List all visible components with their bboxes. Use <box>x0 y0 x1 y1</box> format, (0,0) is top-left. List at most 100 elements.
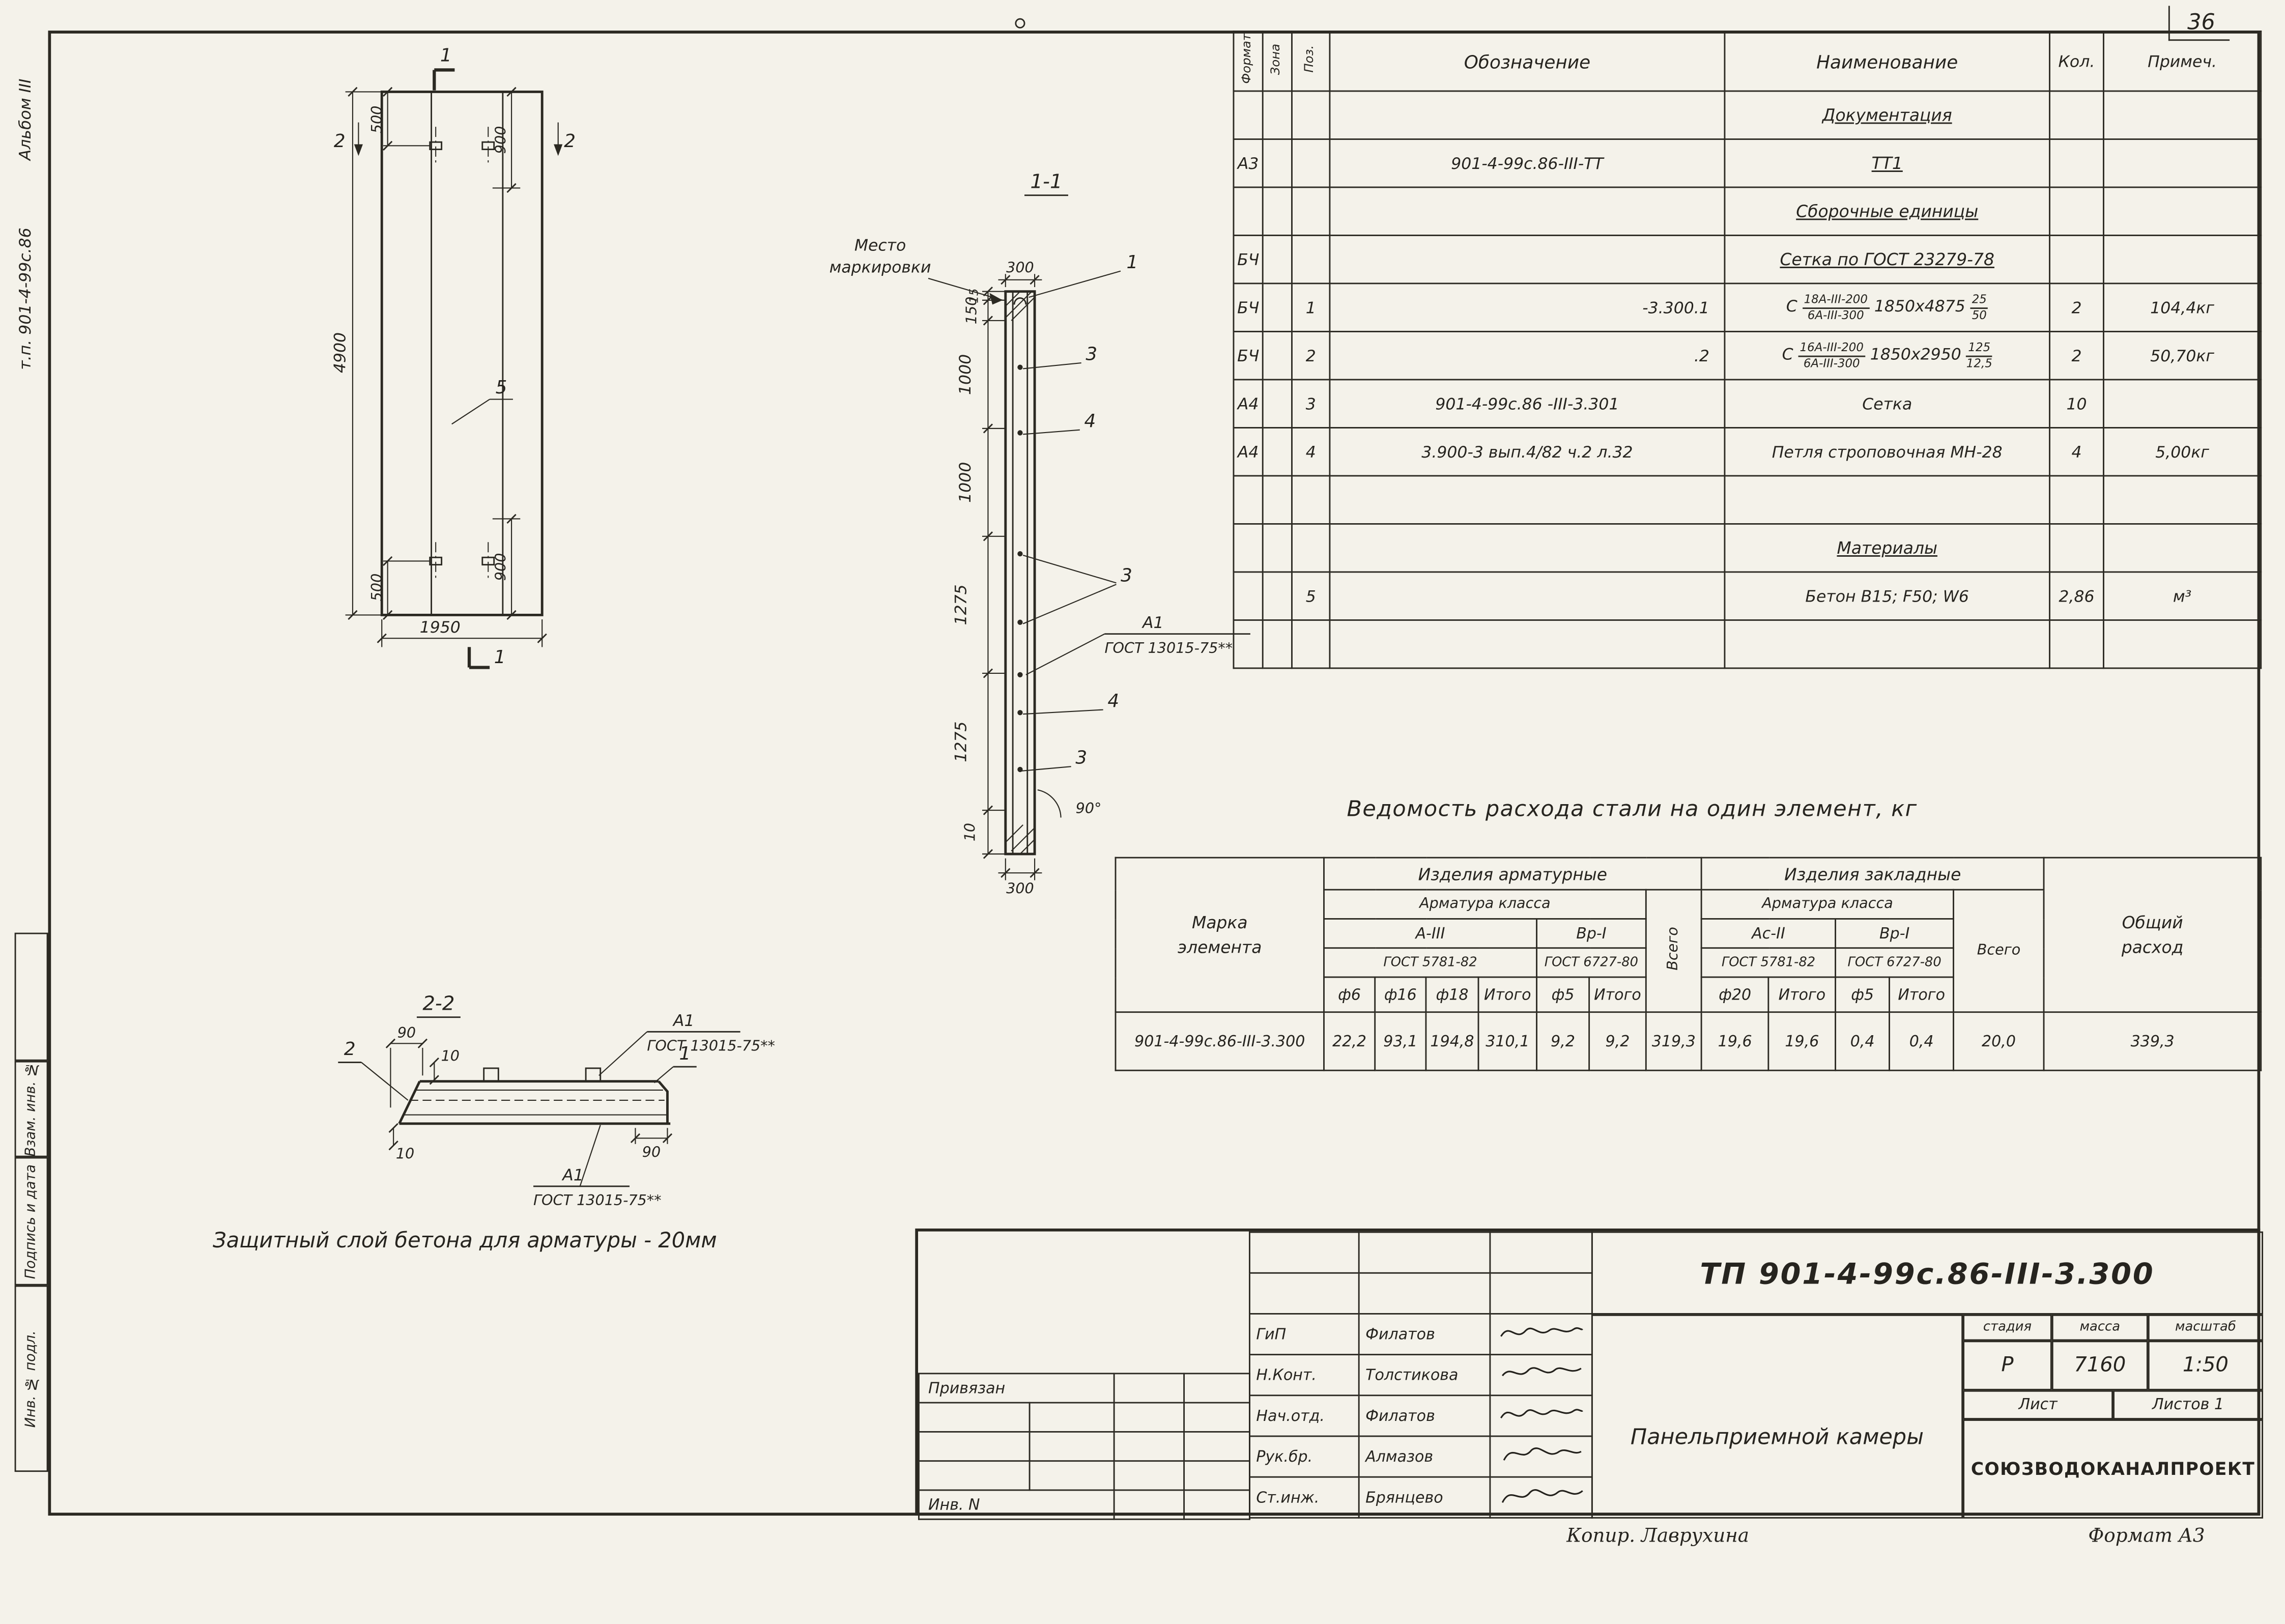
spec-format: БЧ <box>1233 282 1264 332</box>
steel-value: 22,2 <box>1323 1011 1376 1071</box>
steel-dia: ф18 <box>1425 976 1479 1013</box>
steel-group-embedded: Изделия закладные <box>1700 857 2045 891</box>
steel-class-header: Арматура класса <box>1700 889 1955 920</box>
sign-name: Толстикова <box>1358 1354 1491 1397</box>
signature-cell <box>1489 1394 1593 1437</box>
section-mark-label: 1 <box>494 647 506 668</box>
dim-900: 900 <box>492 553 509 581</box>
spec-qty: 2 <box>2049 331 2104 381</box>
spec-header-qty: Кол. <box>2049 31 2104 92</box>
a1-label: А1 <box>561 1166 584 1184</box>
section-1-callouts: 1 3 4 3 А1 ГОСТ 13015-75** 4 3 <box>1021 252 1250 772</box>
pos-number: 1 <box>1127 252 1138 273</box>
section-1-cut-marks: 1 1 <box>433 45 506 669</box>
spec-qty: 2 <box>2049 282 2104 332</box>
pos-number: 3 <box>1086 344 1097 364</box>
spec-note: 5,00кг <box>2103 427 2262 477</box>
scale-value: 1:50 <box>2148 1341 2264 1390</box>
scale-label: масштаб <box>2148 1314 2264 1341</box>
section-mark-label: 2 <box>334 131 346 152</box>
sign-role: ГиП <box>1249 1313 1360 1356</box>
sign-role: Нач.отд. <box>1249 1394 1360 1437</box>
marking-place-label: Место маркировки <box>830 237 1003 305</box>
section-1-dim-chain: 15 150 1000 1000 1275 1275 10 <box>952 287 1006 859</box>
steel-value: 93,1 <box>1374 1011 1427 1071</box>
signature-cell <box>1489 1354 1593 1397</box>
steel-value: 310,1 <box>1477 1011 1537 1071</box>
gost-13015-label: ГОСТ 13015-75** <box>647 1037 775 1055</box>
sign-name: Алмазов <box>1358 1435 1491 1478</box>
spec-qty: 2,86 <box>2049 571 2104 621</box>
dim-300: 300 <box>1006 259 1034 276</box>
dim-500: 500 <box>368 105 385 133</box>
steel-class-vr1: Вр-I <box>1835 918 1955 949</box>
section-2-cut-marks: 2 2 <box>334 122 576 156</box>
dim-overall-height: 4900 <box>331 332 350 373</box>
steel-header-row: ГОСТ 5781-82 ГОСТ 6727-80 ГОСТ 5781-82 Г… <box>1116 947 2261 978</box>
spec-name: Петля строповочная МН-28 <box>1724 427 2050 477</box>
spec-designation: .2 <box>1329 331 1726 381</box>
spec-note: м³ <box>2103 571 2262 621</box>
dim-10: 10 <box>441 1047 460 1065</box>
dim-500: 500 <box>368 574 385 602</box>
organization-name: СОЮЗВОДОКАНАЛПРОЕКТ <box>1963 1419 2264 1519</box>
gost-13015-label: ГОСТ 13015-75** <box>1105 639 1233 657</box>
sign-role: Н.Конт. <box>1249 1354 1360 1397</box>
spec-note: 50,70кг <box>2103 331 2262 381</box>
sign-role: Ст.инж. <box>1249 1476 1360 1519</box>
steel-gost: ГОСТ 5781-82 <box>1323 947 1537 978</box>
steel-dia: Итого <box>1588 976 1647 1013</box>
dim-1000: 1000 <box>956 354 975 395</box>
spec-designation: 3.900-3 вып.4/82 ч.2 л.32 <box>1329 427 1726 477</box>
spec-header-designation: Обозначение <box>1329 31 1726 92</box>
stamp-box-inv: Инв. № подл. <box>14 1285 48 1472</box>
spec-name: Сетка <box>1724 379 2050 429</box>
stamp-box-empty <box>14 932 48 1061</box>
sign-name: Филатов <box>1358 1394 1491 1437</box>
signature-scribble <box>1502 1447 1581 1461</box>
inv-number-label: Инв. N <box>918 1489 1115 1520</box>
dim-1000: 1000 <box>956 462 975 503</box>
steel-data-row: 901-4-99с.86-III-3.300 22,2 93,1 194,8 3… <box>1115 1011 2262 1071</box>
steel-value: 19,6 <box>1700 1011 1769 1071</box>
steel-dia: Итого <box>1477 976 1537 1013</box>
signature-cell <box>1489 1476 1593 1519</box>
steel-header-row: ф6 ф16 ф18 Итого ф5 Итого ф20 Итого ф5 И… <box>1116 976 2261 1013</box>
sheet-label: Лист <box>1963 1390 2113 1420</box>
spec-header-zone: Зона <box>1262 31 1293 92</box>
document-number: ТП 901-4-99с.86-III-3.300 <box>1591 1231 2264 1315</box>
steel-class-header: Арматура класса <box>1323 889 1647 920</box>
section-1-thickness-dims: 300 300 <box>998 259 1042 897</box>
spec-header-row: Формат Зона Поз. Обозначение Наименовани… <box>1233 31 2262 92</box>
pos-number: 3 <box>1121 565 1132 586</box>
steel-table-title: Ведомость расхода стали на один элемент,… <box>1347 795 1918 822</box>
steel-value: 0,4 <box>1835 1011 1891 1071</box>
stamp-box-vzam: Взам. инв. № <box>14 1061 48 1157</box>
dim-90: 90 <box>642 1144 661 1161</box>
copier-note: Копир. Лаврухина <box>1566 1526 1749 1548</box>
spec-header-pos: Поз. <box>1291 31 1331 92</box>
linked-block: Привязан Инв. N <box>918 1373 1250 1520</box>
spec-header-name: Наименование <box>1724 31 2050 92</box>
steel-dia: ф20 <box>1700 976 1769 1013</box>
steel-value: 319,3 <box>1645 1011 1702 1071</box>
concrete-callout: 5 <box>451 377 513 425</box>
stage-label: стадия <box>1963 1314 2052 1341</box>
section-2-dims: 90 10 90 10 <box>385 1024 673 1162</box>
spec-format: А4 <box>1233 427 1264 477</box>
spec-pos: 4 <box>1291 427 1331 477</box>
format-note: Формат А3 <box>2088 1526 2205 1548</box>
steel-value: 9,2 <box>1588 1011 1647 1071</box>
mass-value: 7160 <box>2051 1341 2148 1390</box>
stamp-label: Подпись и дата <box>23 1163 40 1279</box>
dim-10: 10 <box>396 1145 414 1162</box>
spec-row: Документация <box>1233 90 2262 140</box>
mass-label: масса <box>2051 1314 2148 1341</box>
steel-gost: ГОСТ 6727-80 <box>1835 947 1955 978</box>
spec-pos: 2 <box>1291 331 1331 381</box>
